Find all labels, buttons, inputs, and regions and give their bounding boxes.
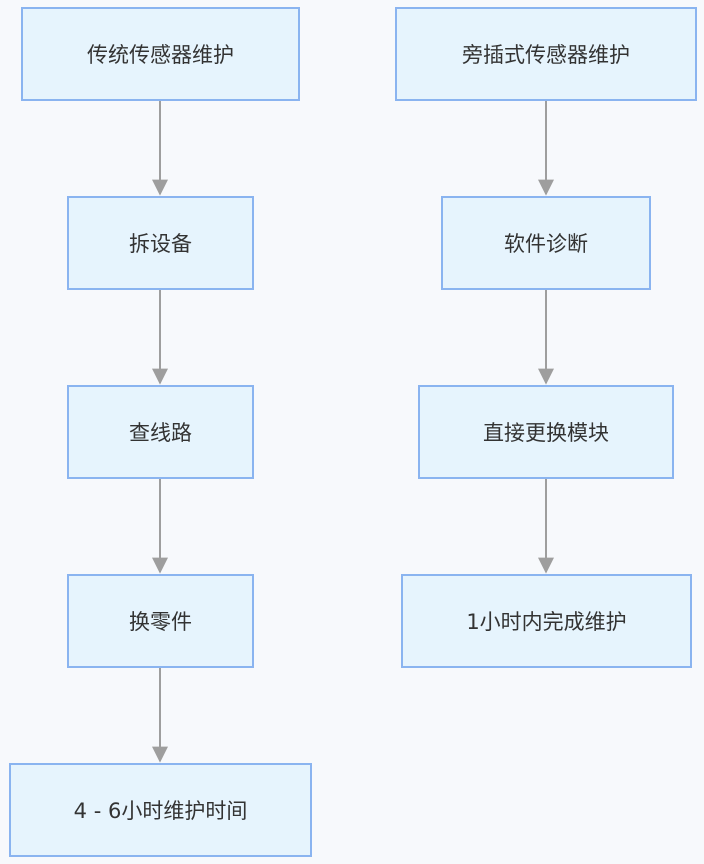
node-check-wiring: 查线路 — [67, 385, 254, 479]
node-label: 旁插式传感器维护 — [462, 43, 630, 67]
node-label: 4 - 6小时维护时间 — [73, 799, 248, 823]
node-maintenance-time-4-6h: 4 - 6小时维护时间 — [9, 763, 312, 857]
node-replace-parts: 换零件 — [67, 574, 254, 668]
node-label: 拆设备 — [129, 232, 192, 256]
node-complete-within-1h: 1小时内完成维护 — [401, 574, 692, 668]
node-direct-module-replacement: 直接更换模块 — [418, 385, 674, 479]
node-label: 传统传感器维护 — [87, 43, 234, 67]
node-label: 查线路 — [129, 421, 192, 445]
node-bypass-sensor-maintenance: 旁插式传感器维护 — [395, 7, 697, 101]
node-label: 直接更换模块 — [483, 421, 609, 445]
node-label: 1小时内完成维护 — [466, 610, 627, 634]
node-remove-equipment: 拆设备 — [67, 196, 254, 290]
node-traditional-maintenance: 传统传感器维护 — [21, 7, 300, 101]
node-software-diagnosis: 软件诊断 — [441, 196, 651, 290]
node-label: 换零件 — [129, 610, 192, 634]
node-label: 软件诊断 — [504, 232, 588, 256]
